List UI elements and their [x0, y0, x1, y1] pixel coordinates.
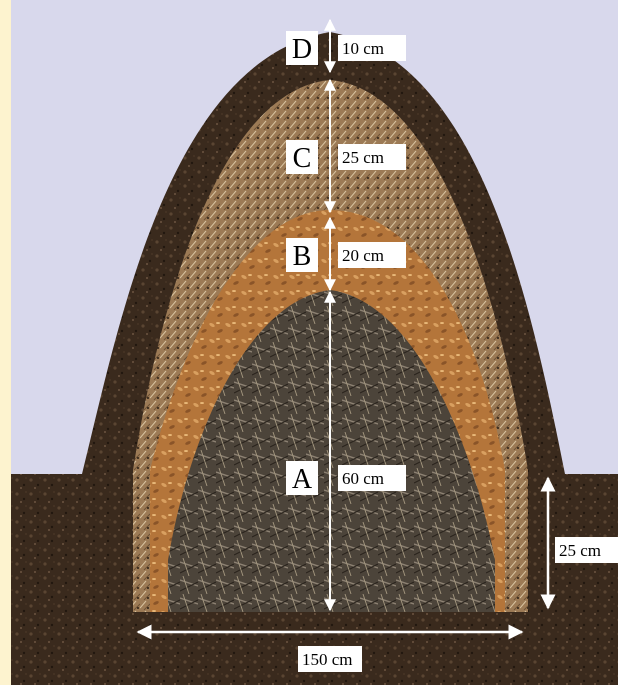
trench-depth-label: 25 cm	[559, 541, 601, 560]
layer-c-letter: C	[293, 143, 312, 174]
layer-b-letter: B	[293, 241, 312, 272]
base-width-label: 150 cm	[302, 650, 353, 669]
layer-c-thickness: 25 cm	[342, 148, 384, 167]
layer-a-letter: A	[292, 464, 313, 495]
layer-a-thickness: 60 cm	[342, 469, 384, 488]
layer-d-thickness: 10 cm	[342, 39, 384, 58]
left-strip	[0, 0, 11, 685]
layer-b-thickness: 20 cm	[342, 246, 384, 265]
layer-d-letter: D	[292, 34, 312, 65]
